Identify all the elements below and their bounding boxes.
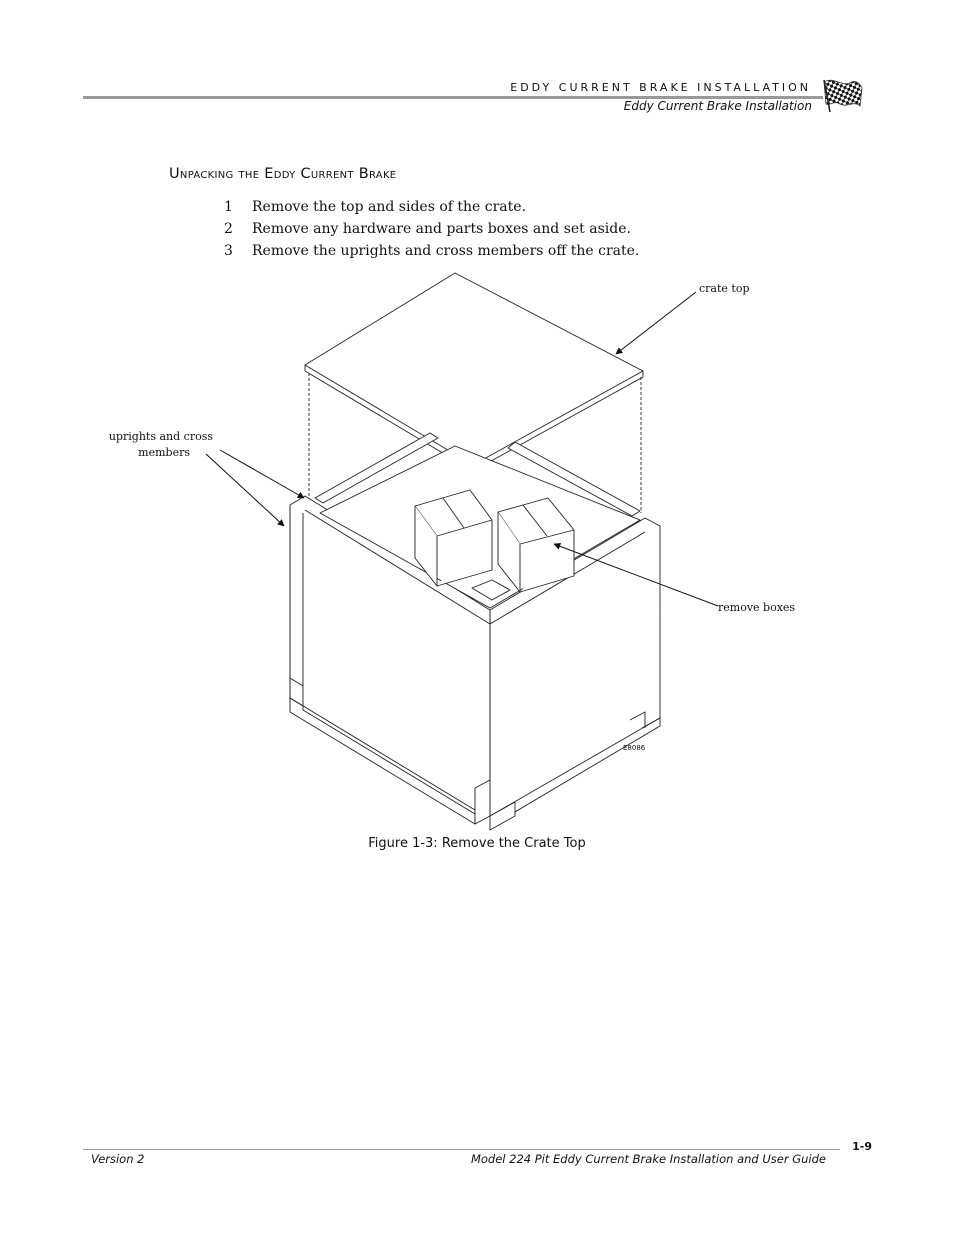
step-number: 2 [224,221,233,237]
figure-code: E8086 [623,744,646,752]
instruction-step: 2 Remove any hardware and parts boxes an… [224,218,639,240]
crate-figure: crate top uprights and cross members rem… [100,268,820,838]
running-header-section: Eddy Current Brake Installation [623,99,812,113]
callout-uprights-line2: members [138,446,190,459]
crate-top-panel [304,272,644,466]
uprights-arrow-lower [205,453,285,527]
uprights-arrow-upper [219,449,305,499]
header-rule [83,96,823,99]
remove-boxes-arrow [553,542,719,607]
section-title: Unpacking the Eddy Current Brake [169,166,397,182]
step-number: 1 [224,199,233,215]
step-text: Remove any hardware and parts boxes and … [252,221,631,237]
figure-caption: Figure 1-3: Remove the Crate Top [368,836,586,851]
step-text: Remove the top and sides of the crate. [252,199,527,215]
callout-remove-boxes: remove boxes [718,601,795,614]
page-number: 1-9 [852,1140,872,1153]
footer-document-title: Model 224 Pit Eddy Current Brake Install… [470,1152,826,1166]
footer-version: Version 2 [91,1152,145,1166]
crate-illustration: crate top uprights and cross members rem… [109,272,795,831]
checkered-flag-icon [820,76,866,114]
callout-crate-top: crate top [699,282,750,295]
instruction-step: 3 Remove the uprights and cross members … [224,240,639,262]
instruction-step: 1 Remove the top and sides of the crate. [224,196,639,218]
callout-uprights-line1: uprights and cross [109,430,213,443]
running-header-chapter: EDDY CURRENT BRAKE INSTALLATION [510,81,811,94]
step-text: Remove the uprights and cross members of… [252,243,640,259]
crate-top-arrow [615,291,697,355]
step-number: 3 [224,243,233,259]
instruction-list: 1 Remove the top and sides of the crate.… [224,196,639,262]
footer-rule [83,1149,840,1150]
